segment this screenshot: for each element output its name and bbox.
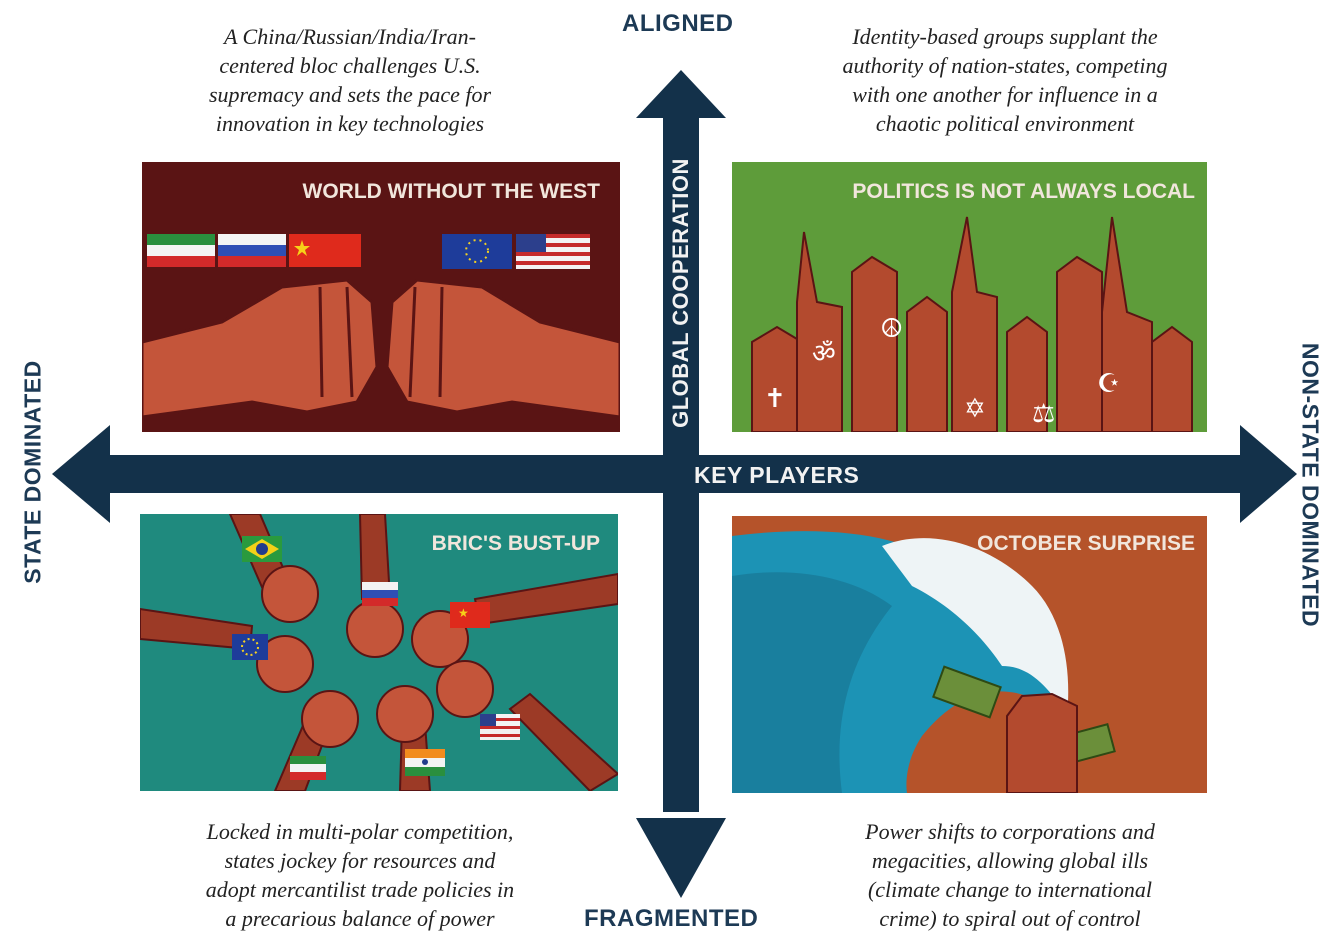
- svg-text:★: ★: [458, 606, 469, 620]
- caption-top-right: Identity-based groups supplant the autho…: [842, 24, 1168, 136]
- panel-world-without-the-west: WORLD WITHOUT THE WEST: [142, 162, 620, 432]
- fist-icon: [751, 216, 1193, 432]
- usa-flag-icon: [516, 234, 590, 269]
- wave-icon: [732, 531, 1069, 793]
- usa-flag-icon: [480, 714, 520, 740]
- india-flag-icon: [405, 749, 445, 776]
- china-flag-icon: ★: [450, 602, 490, 628]
- brazil-flag-icon: [242, 536, 282, 562]
- caption-bottom-left: Locked in multi-polar competition, state…: [205, 819, 515, 931]
- panel-politics-is-not-always-local: POLITICS IS NOT ALWAYS LOCAL ✝ ॐ ☮ ✡ ☪ ⚖: [732, 162, 1207, 432]
- russia-flag-icon: [362, 582, 398, 606]
- axis-label-fragmented: FRAGMENTED: [584, 905, 759, 932]
- axis-title-key-players: KEY PLAYERS: [694, 462, 860, 488]
- eu-flag-icon: [232, 634, 268, 660]
- symbol-icons: ✝ ॐ ☮ ✡ ☪ ⚖: [764, 314, 1120, 429]
- panel-title: BRIC'S BUST-UP: [431, 532, 600, 555]
- panel-october-surprise: OCTOBER SURPRISE: [732, 516, 1207, 793]
- eu-flag-icon: [442, 234, 512, 269]
- svg-text:☪: ☪: [1097, 369, 1120, 399]
- panel-title: OCTOBER SURPRISE: [977, 532, 1195, 555]
- fist-icon: [142, 278, 620, 419]
- axis-label-state-dominated: STATE DOMINATED: [19, 360, 46, 584]
- russia-flag-icon: [218, 234, 286, 267]
- china-flag-icon: [289, 234, 361, 267]
- fist-icon: [1006, 692, 1078, 793]
- horizontal-axis-arrow: [52, 425, 1297, 523]
- axis-title-global-cooperation: GLOBAL COOPERATION: [668, 158, 693, 428]
- axis-label-non-state-dominated: NON-STATE DOMINATED: [1297, 342, 1324, 628]
- iran-flag-icon: [290, 756, 326, 780]
- svg-text:☮: ☮: [880, 314, 903, 344]
- panel-title: POLITICS IS NOT ALWAYS LOCAL: [852, 180, 1195, 203]
- svg-text:⚖: ⚖: [1032, 399, 1055, 429]
- iran-flag-icon: [147, 234, 215, 267]
- svg-text:✡: ✡: [964, 394, 986, 424]
- panel-title: WORLD WITHOUT THE WEST: [302, 180, 600, 203]
- svg-text:✝: ✝: [764, 384, 786, 414]
- axis-label-aligned: ALIGNED: [622, 10, 734, 37]
- fist-icon: [140, 514, 618, 791]
- caption-top-left: A China/Russian/India/Iran- centered blo…: [208, 24, 492, 136]
- svg-text:ॐ: ॐ: [812, 339, 836, 369]
- caption-bottom-right: Power shifts to corporations and megacit…: [865, 819, 1155, 931]
- panel-brics-bust-up: BRIC'S BUST-UP ★: [140, 514, 618, 791]
